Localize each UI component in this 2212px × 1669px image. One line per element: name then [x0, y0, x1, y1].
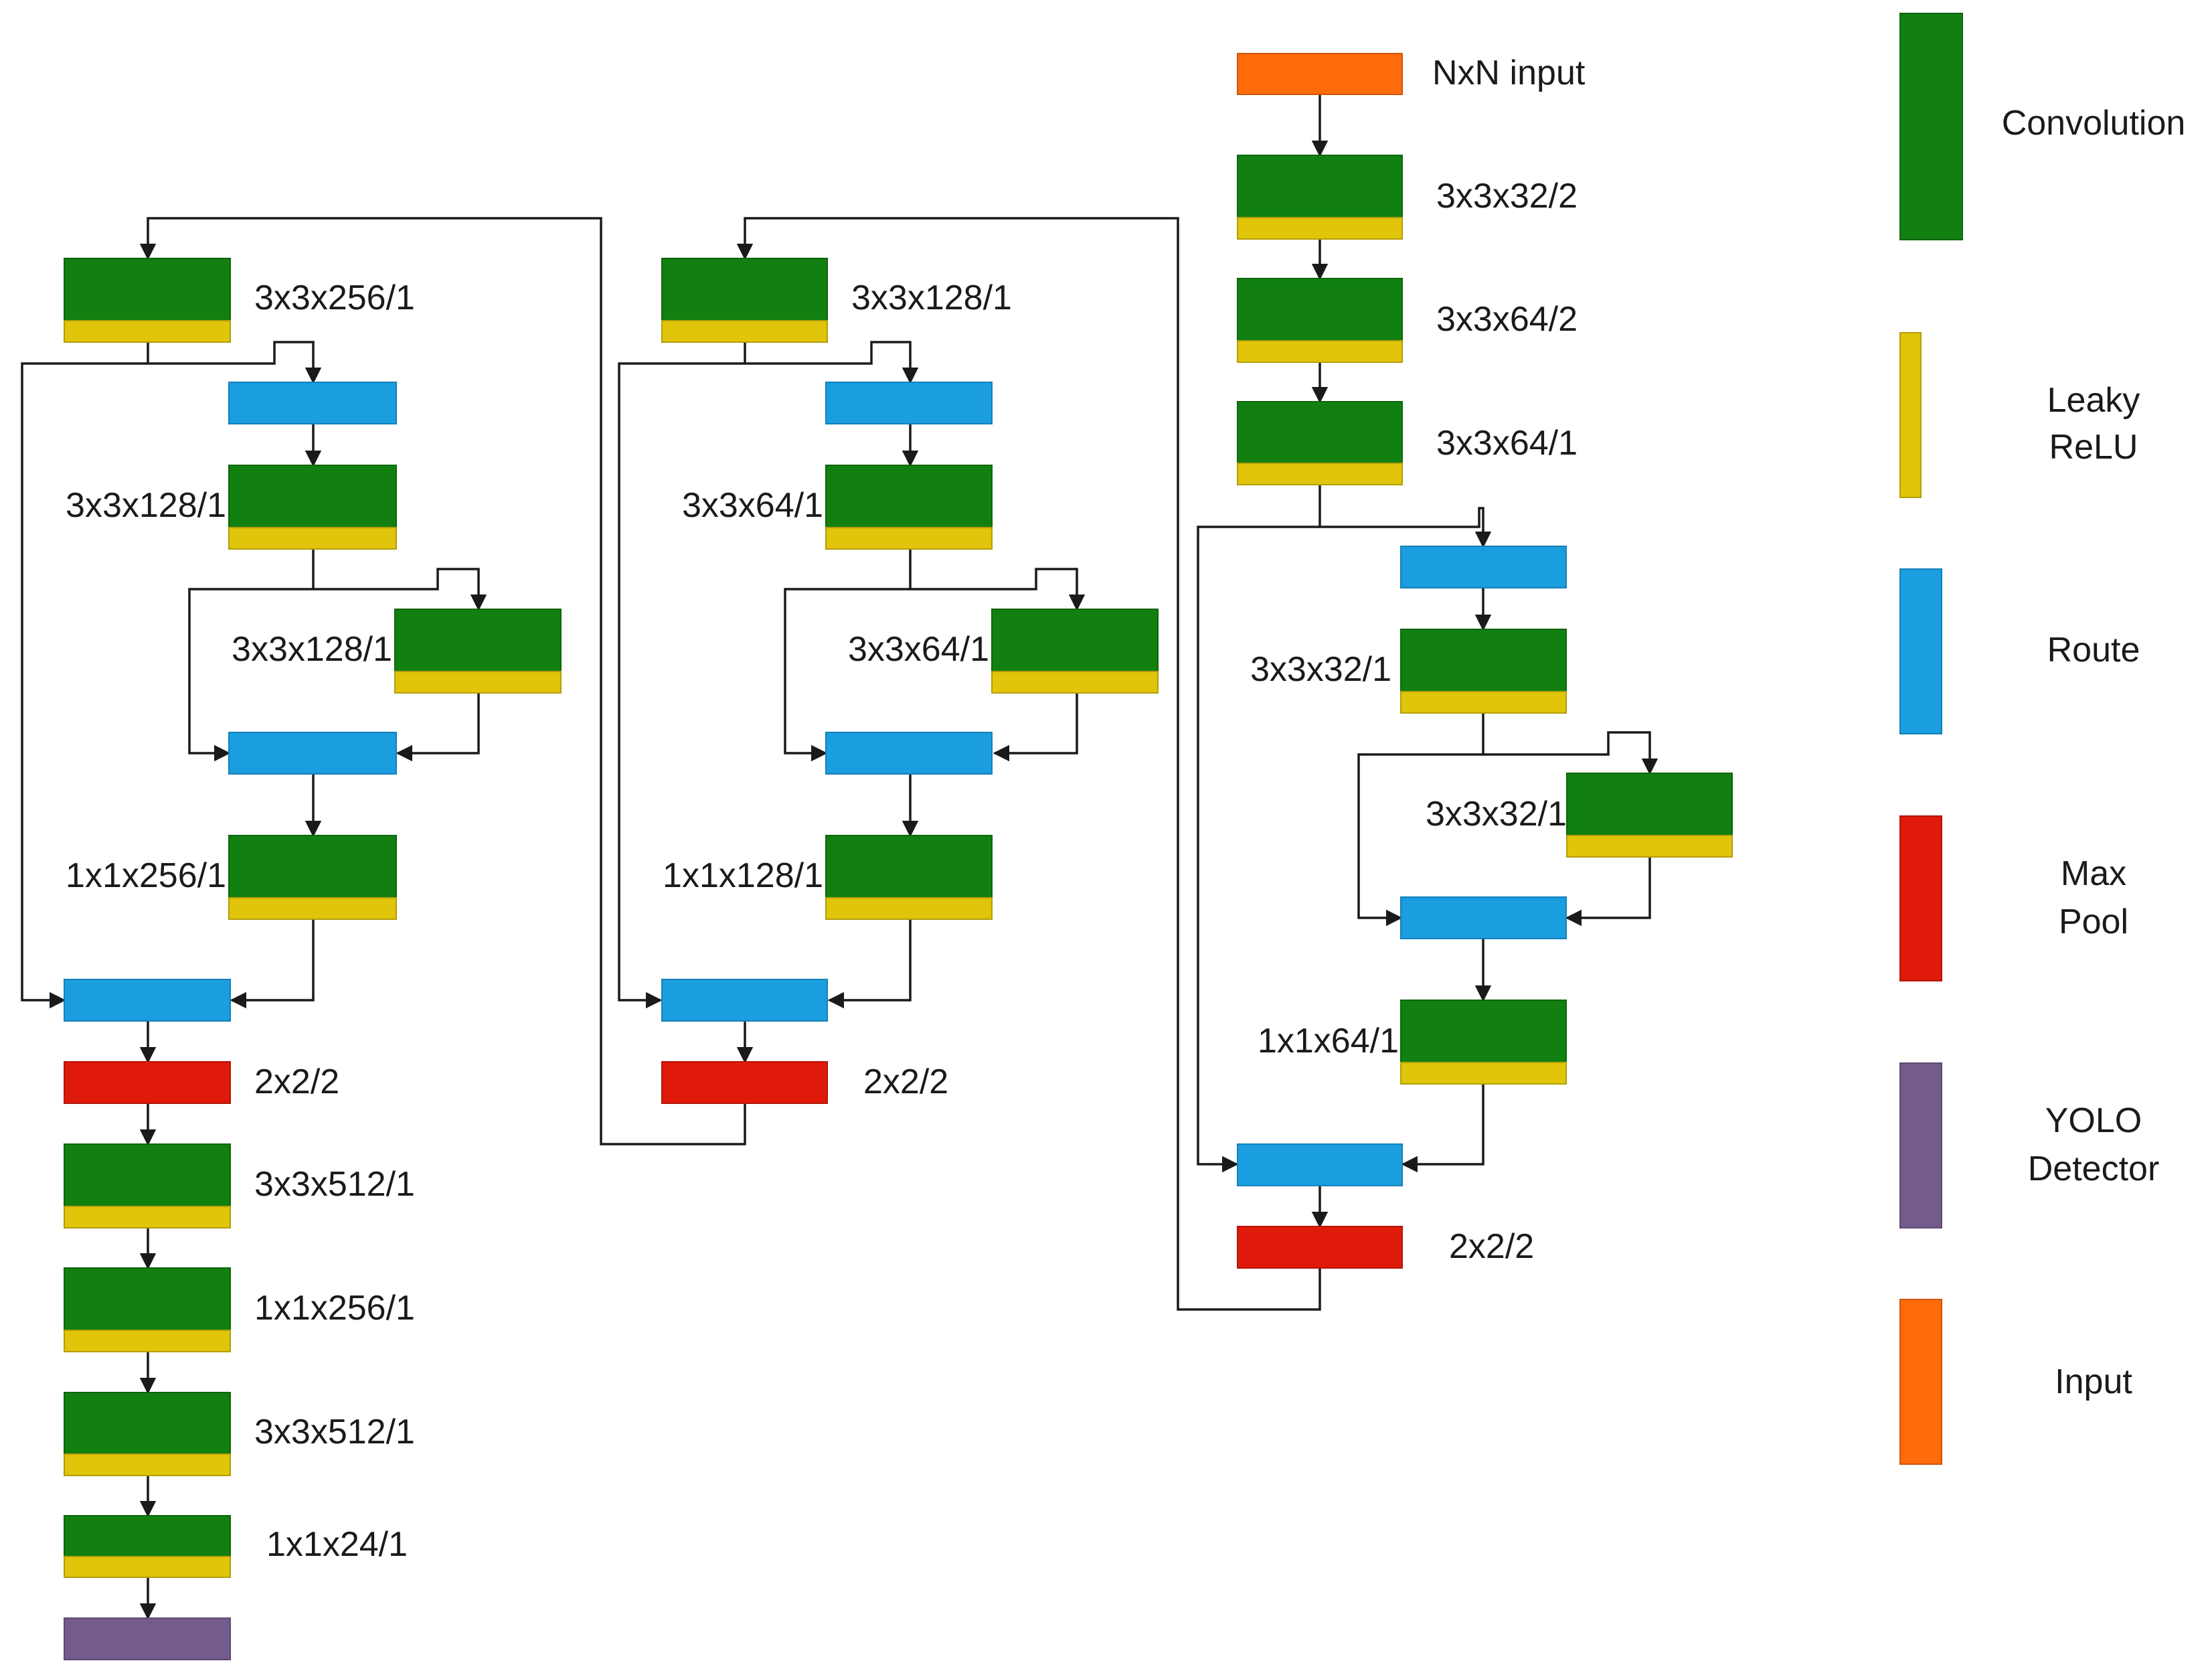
conv-block [1237, 278, 1403, 363]
legend-label-yolo-line2: Detector [2028, 1149, 2160, 1188]
legend-swatch-input [1899, 1299, 1942, 1465]
conv-label: 3x3x32/2 [1436, 177, 1578, 216]
conv-label: 3x3x64/1 [848, 630, 989, 669]
conv-label: 3x3x256/1 [254, 279, 415, 317]
conv-block [825, 835, 993, 920]
route-block [1400, 896, 1567, 939]
c2-skip-to-route [618, 362, 745, 1009]
maxpool-label: 2x2/2 [1449, 1227, 1534, 1266]
conv-label: 3x3x64/1 [682, 486, 823, 525]
c3-route-split [1482, 713, 1658, 775]
conv-block [661, 258, 828, 343]
conv-label: 3x3x64/1 [1436, 424, 1578, 463]
conv-block [1566, 773, 1733, 858]
legend-label-max-pool-line1: Max [2061, 854, 2126, 893]
legend-label-route: Route [2047, 631, 2140, 669]
c2-edge [827, 919, 912, 1009]
conv-label: 3x3x128/1 [232, 630, 392, 669]
c3-skip-to-route [1357, 753, 1483, 927]
yolo-block [64, 1617, 231, 1660]
c1-route-split [147, 341, 322, 384]
conv-label: 1x1x64/1 [1258, 1022, 1399, 1060]
input-label: NxN input [1432, 54, 1586, 92]
column-3: NxN input 3x3x32/2 3x3x64/2 3x3x64/1 3x3… [736, 53, 1733, 1311]
route-block [825, 732, 993, 775]
legend-label-leaky-relu-line2: ReLU [2049, 428, 2138, 467]
legend-label-convolution: Convolution [2002, 104, 2186, 143]
conv-label: 3x3x32/1 [1250, 650, 1391, 689]
conv-block [228, 835, 397, 920]
conv-label: 3x3x64/2 [1436, 300, 1578, 339]
c1-edge [230, 919, 315, 1009]
conv-label: 3x3x512/1 [254, 1165, 415, 1204]
legend-swatch-yolo-detector [1899, 1062, 1942, 1228]
route-block [825, 382, 993, 424]
c3-edge [1565, 857, 1651, 927]
legend-label-yolo-line1: YOLO [2045, 1101, 2142, 1140]
c2-route-split [744, 341, 919, 384]
c2-to-c1 [139, 217, 746, 1145]
conv-label: 1x1x24/1 [266, 1525, 408, 1564]
conv-label: 1x1x256/1 [254, 1289, 415, 1328]
conv-block [64, 1267, 231, 1352]
conv-block [1400, 629, 1567, 714]
input-block [1237, 53, 1403, 95]
c3-to-c2 [736, 217, 1321, 1311]
legend-swatch-route [1899, 568, 1942, 734]
conv-block [1400, 1000, 1567, 1085]
legend-swatch-convolution [1899, 13, 1963, 240]
conv-block [825, 465, 993, 550]
legend-label-max-pool-line2: Pool [2059, 902, 2128, 941]
c2-skip-to-route [784, 588, 910, 762]
maxpool-block [64, 1061, 231, 1104]
maxpool-block [1237, 1226, 1403, 1269]
conv-block [64, 1392, 231, 1476]
conv-block [394, 609, 562, 694]
column-1: 3x3x256/1 3x3x128/1 3x3x128/1 1x1x256/1 … [21, 258, 562, 1660]
maxpool-label: 2x2/2 [254, 1062, 339, 1101]
conv-label: 3x3x128/1 [66, 486, 226, 525]
c1-route-split [312, 549, 487, 611]
c1-edge [396, 693, 480, 762]
conv-block [228, 465, 397, 550]
route-block [1237, 1143, 1403, 1186]
c3-skip-to-route [1197, 526, 1320, 1173]
conv-block [64, 258, 231, 343]
c1-skip-to-route [188, 588, 313, 762]
legend-label-leaky-relu-line1: Leaky [2047, 381, 2140, 420]
legend: Convolution Leaky ReLU Route Max Pool YO… [1899, 13, 2186, 1465]
legend-label-input: Input [2055, 1362, 2132, 1401]
conv-block [64, 1143, 231, 1228]
c3-edge [1401, 1084, 1484, 1173]
conv-block [991, 609, 1159, 694]
route-block [1400, 546, 1567, 588]
conv-label: 3x3x32/1 [1426, 795, 1567, 833]
c2-edge [993, 693, 1078, 762]
route-block [228, 732, 397, 775]
maxpool-block [661, 1061, 828, 1104]
conv-label: 3x3x512/1 [254, 1413, 415, 1451]
conv-label: 1x1x128/1 [663, 856, 823, 895]
maxpool-label: 2x2/2 [863, 1062, 948, 1101]
route-block [661, 979, 828, 1022]
conv-block [1237, 401, 1403, 485]
conv-label: 3x3x128/1 [851, 279, 1012, 317]
c2-route-split [909, 549, 1086, 611]
conv-block [64, 1515, 231, 1578]
conv-label: 1x1x256/1 [66, 856, 226, 895]
c3-route-split [1318, 485, 1492, 548]
legend-swatch-max-pool [1899, 815, 1942, 981]
route-block [64, 979, 231, 1022]
column-2: 3x3x128/1 3x3x64/1 3x3x64/1 1x1x128/1 2x… [139, 217, 1159, 1145]
c1-skip-to-route [21, 362, 148, 1009]
route-block [228, 382, 397, 424]
conv-block [1237, 155, 1403, 240]
legend-swatch-leaky-relu [1899, 332, 1922, 498]
